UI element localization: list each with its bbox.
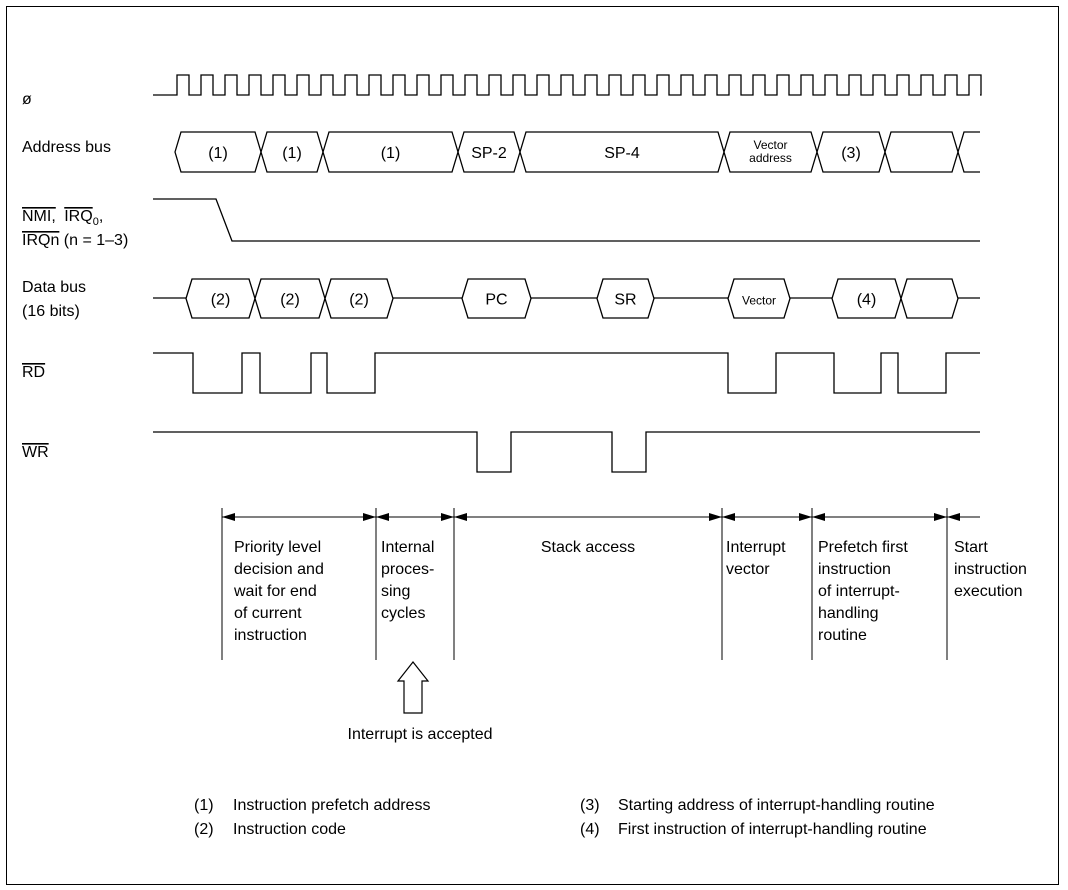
nmi-irq-waveform xyxy=(153,198,980,242)
address-bus-segment-label: Vector xyxy=(753,138,787,152)
address-bus-segment-label: SP-2 xyxy=(471,145,507,162)
diagram-frame xyxy=(6,6,1059,885)
address-bus-segment-label: address xyxy=(749,151,792,165)
data-bus-segment xyxy=(461,278,532,319)
legend-2-num: (2) xyxy=(194,821,214,838)
legend-3-num: (3) xyxy=(580,797,600,814)
legend-1-num: (1) xyxy=(194,797,214,814)
address-bus-segment-label: (1) xyxy=(208,145,228,162)
arrowhead xyxy=(812,513,825,521)
phase-4-text: Interrupt xyxy=(726,539,786,556)
phase-4-text: vector xyxy=(726,561,770,578)
irqn-signal-name: IRQn xyxy=(22,232,59,249)
phase-5-text: instruction xyxy=(818,561,891,578)
data-bus-segment xyxy=(324,278,394,319)
data-bus-segment xyxy=(596,278,655,319)
phase-dividers xyxy=(221,508,948,660)
legend-3-text: Starting address of interrupt-handling r… xyxy=(618,797,935,814)
phase-5-text: routine xyxy=(818,627,867,644)
phase-1-text: wait for end xyxy=(233,583,317,600)
phase-1-text: decision and xyxy=(234,561,324,578)
data-bus-segment-label: (2) xyxy=(280,292,300,309)
clock-label: ø xyxy=(22,91,32,108)
data-bus-segment-label: PC xyxy=(485,292,507,309)
data-bus-segment-label: (2) xyxy=(349,292,369,309)
wr-waveform xyxy=(153,431,980,473)
phase-3-text: Stack access xyxy=(541,539,635,556)
irq0-subscript: 0 xyxy=(93,216,99,228)
arrowhead xyxy=(947,513,960,521)
phase-arrows xyxy=(222,513,980,521)
rd-label: RD xyxy=(22,364,45,381)
legend: (1) Instruction prefetch address (2) Ins… xyxy=(194,797,935,838)
data-bus-label-line2: (16 bits) xyxy=(22,303,80,320)
phase-1-text: Priority level xyxy=(234,539,321,556)
phase-descriptions: Priority level decision and wait for end of… xyxy=(233,539,1027,644)
address-bus-segment-label: (1) xyxy=(381,145,401,162)
data-bus-segment-label: (4) xyxy=(857,292,877,309)
address-bus-segment-label: (3) xyxy=(841,145,861,162)
arrowhead xyxy=(934,513,947,521)
legend-1-text: Instruction prefetch address xyxy=(233,797,430,814)
arrowhead xyxy=(222,513,235,521)
arrowhead xyxy=(709,513,722,521)
data-bus-waveform: (2) (2) (2) PC SR Vector (4) xyxy=(153,278,980,319)
arrowhead xyxy=(363,513,376,521)
phase-1-text: of current xyxy=(234,605,302,622)
irq0-comma: , xyxy=(99,208,103,225)
data-bus-segment xyxy=(727,278,791,319)
phase-6-text: execution xyxy=(954,583,1023,600)
arrowhead xyxy=(799,513,812,521)
phase-1-text: instruction xyxy=(234,627,307,644)
data-bus-segment-label: SR xyxy=(614,292,636,309)
phase-2-text: proces- xyxy=(381,561,434,578)
address-bus-label: Address bus xyxy=(22,139,111,156)
phase-2-text: cycles xyxy=(381,605,425,622)
nmi-signal-name: NMI, xyxy=(22,208,56,225)
data-bus-segment-label: Vector xyxy=(742,294,776,308)
interrupt-accepted-label: Interrupt is accepted xyxy=(348,726,493,743)
phase-2-text: Internal xyxy=(381,539,434,556)
irq0-signal-name: IRQ xyxy=(64,208,92,225)
arrowhead xyxy=(722,513,735,521)
phase-5-text: handling xyxy=(818,605,879,622)
irqn-range: (n = 1–3) xyxy=(59,232,128,249)
phase-2-text: sing xyxy=(381,583,410,600)
legend-4-text: First instruction of interrupt-handling … xyxy=(618,821,927,838)
data-bus-segment-label: (2) xyxy=(211,292,231,309)
legend-2-text: Instruction code xyxy=(233,821,346,838)
interrupt-accepted-arrow xyxy=(396,661,430,714)
rd-waveform xyxy=(153,352,980,394)
address-bus-tail xyxy=(957,131,980,173)
address-bus-segment xyxy=(884,131,959,173)
phase-6-text: instruction xyxy=(954,561,1027,578)
legend-4-num: (4) xyxy=(580,821,600,838)
nmi-irq-label-line2: IRQn (n = 1–3) xyxy=(22,232,128,249)
arrowhead xyxy=(454,513,467,521)
phase-5-text: Prefetch first xyxy=(818,539,908,556)
wr-label: WR xyxy=(22,444,49,461)
data-bus-label-line1: Data bus xyxy=(22,279,86,296)
data-bus-segment xyxy=(900,278,959,319)
nmi-irq-label-line1: NMI, IRQ0, xyxy=(22,208,103,228)
phase-6-text: Start xyxy=(954,539,988,556)
clock-waveform xyxy=(153,74,982,96)
phase-5-text: of interrupt- xyxy=(818,583,900,600)
arrowhead xyxy=(441,513,454,521)
address-bus-segment-label: (1) xyxy=(282,145,302,162)
arrowhead xyxy=(376,513,389,521)
address-bus-segment-label: SP-4 xyxy=(604,145,640,162)
